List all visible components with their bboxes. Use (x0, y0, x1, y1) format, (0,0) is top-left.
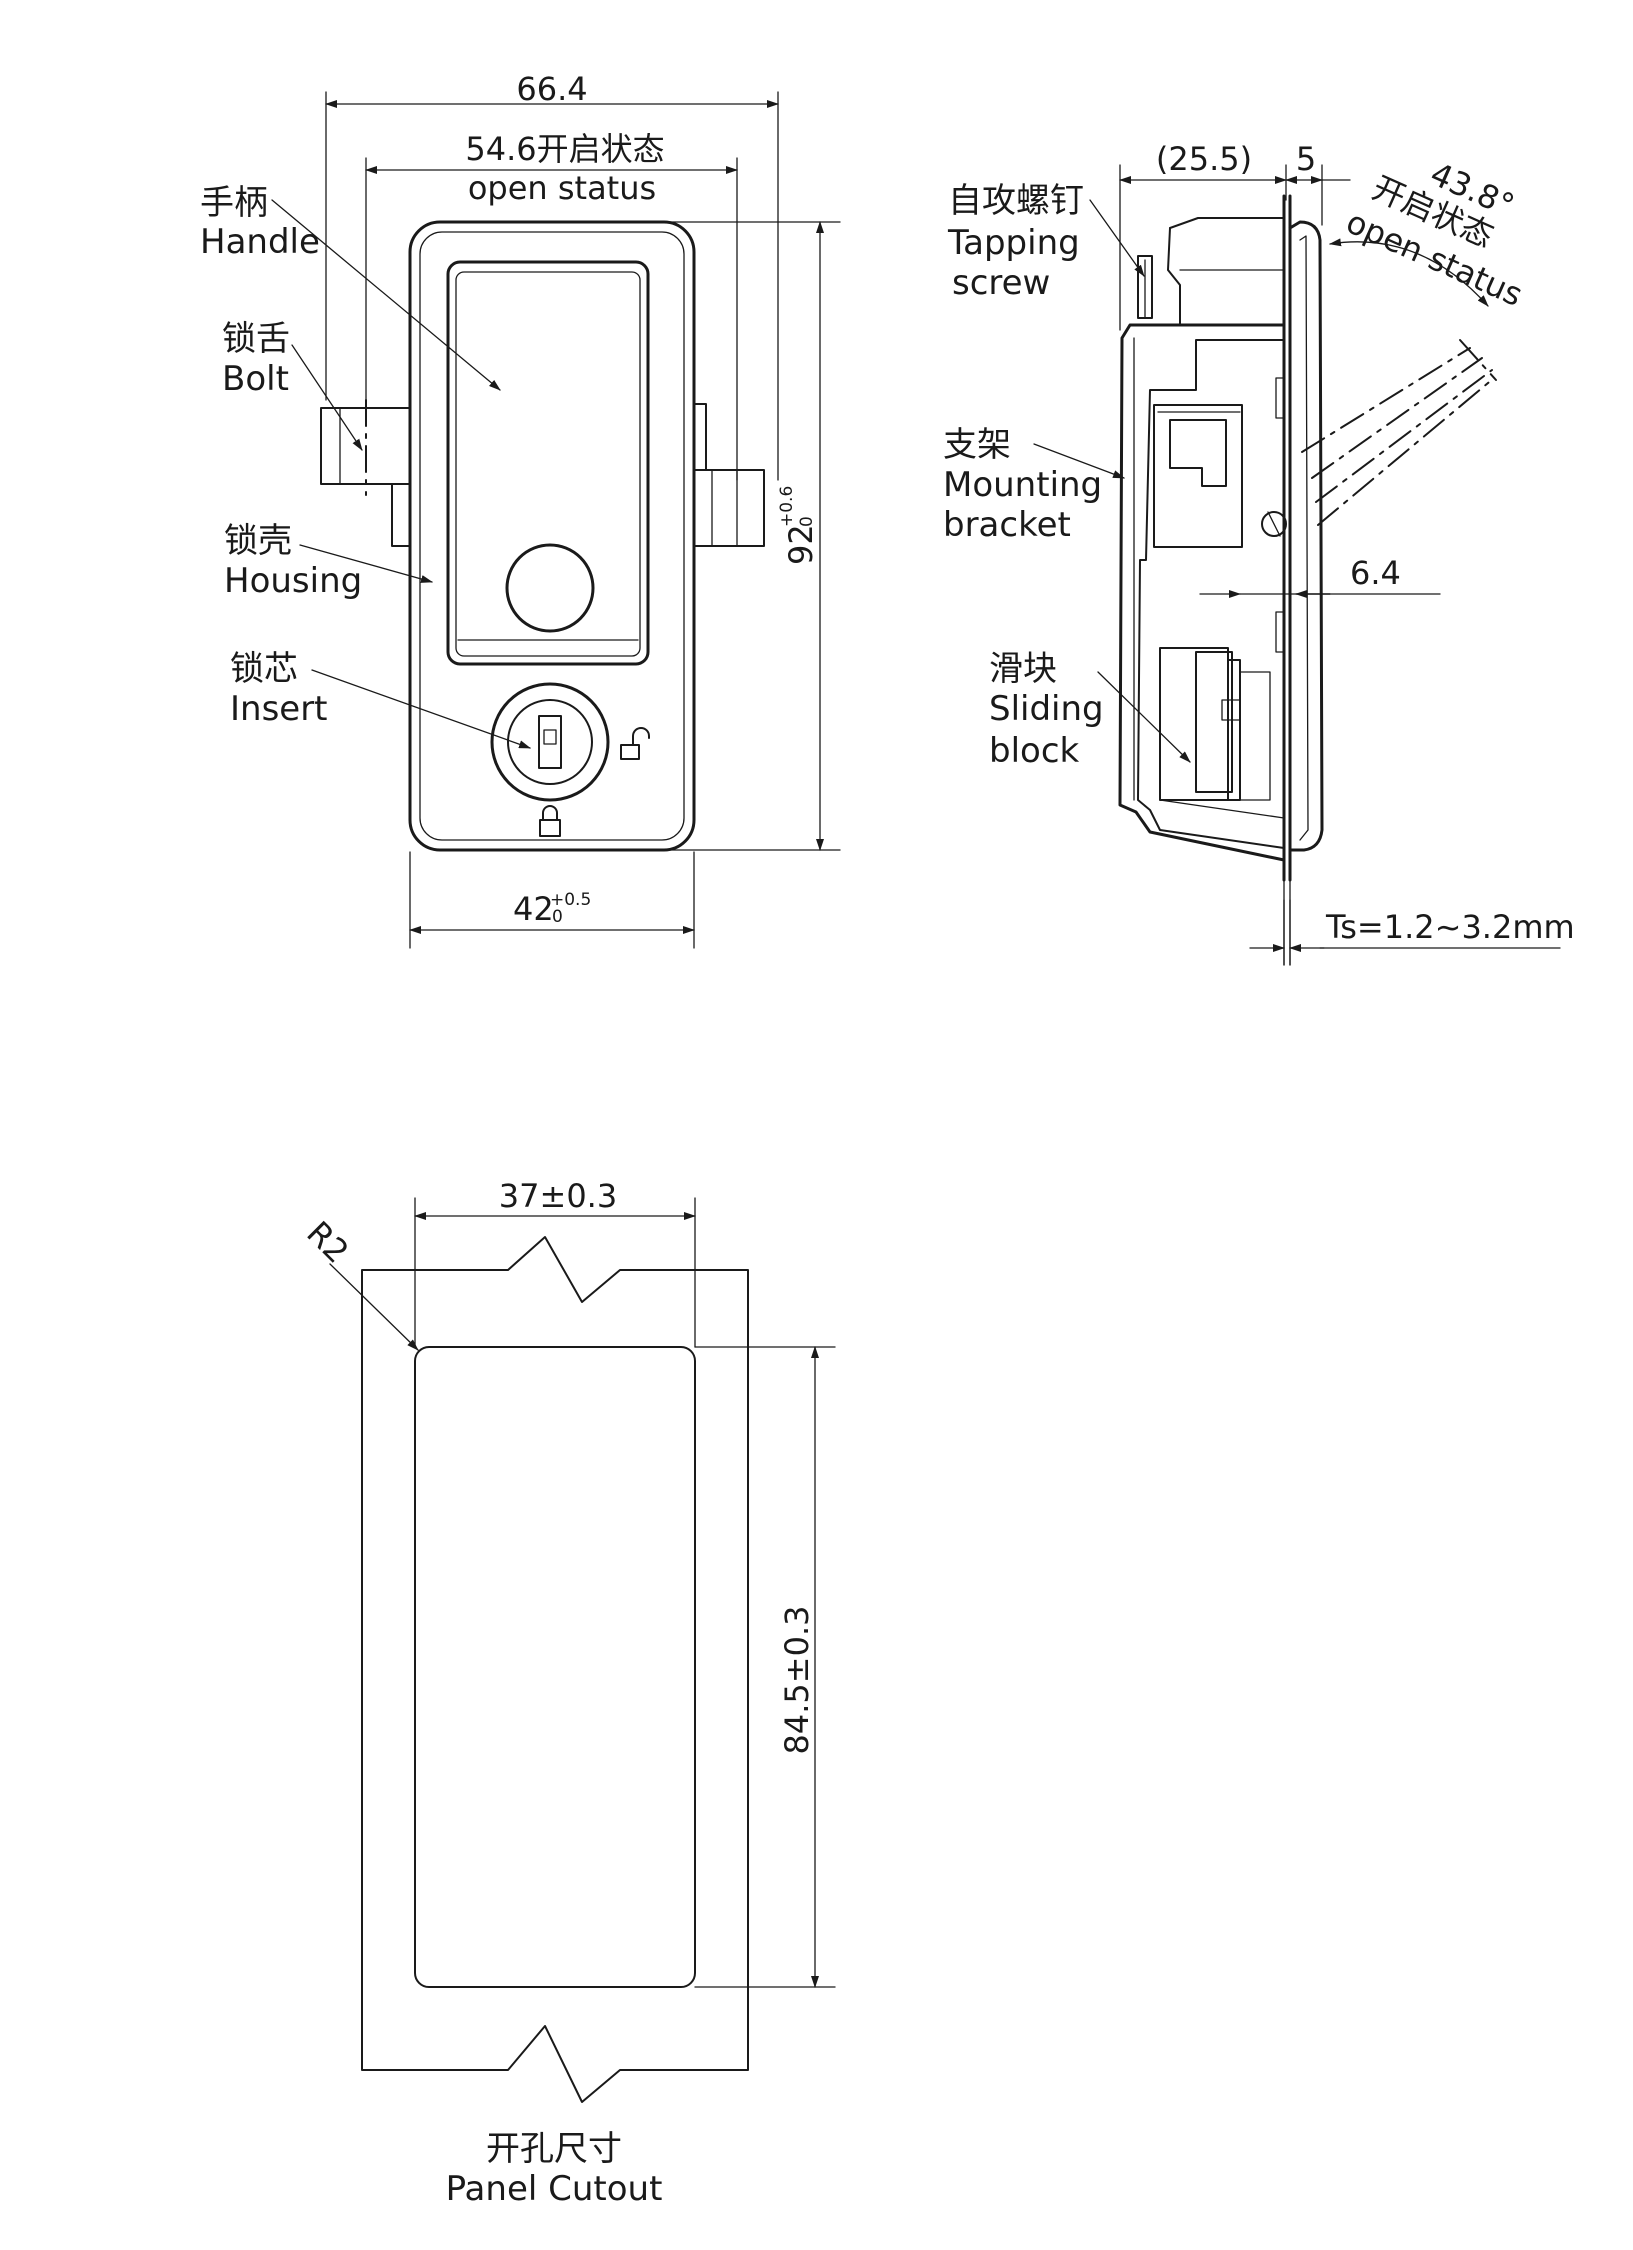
panel-cutout-view: 37±0.3 84.5±0.3 R2 开孔尺寸 Panel Cutout (299, 1177, 836, 2209)
callout-insert: 锁芯 Insert (230, 649, 531, 749)
svg-text:Housing: Housing (224, 561, 362, 601)
panel-outline (361, 1236, 749, 2103)
svg-text:screw: screw (952, 263, 1050, 303)
bolt-left (320, 399, 411, 547)
flange (1288, 220, 1324, 852)
lock-insert (490, 682, 610, 802)
housing-outline (408, 220, 696, 852)
callout-housing: 锁壳 Housing (224, 521, 433, 601)
open-handle-phantom (1301, 339, 1497, 526)
svg-text:支架: 支架 (943, 425, 1011, 465)
dim-open-width: 54.6开启状态 (465, 130, 664, 168)
locked-padlock-icon (539, 805, 561, 837)
dim-height-tol-upper: +0.6 (777, 486, 797, 527)
svg-text:Bolt: Bolt (222, 359, 289, 399)
cutout-title-zh: 开孔尺寸 (486, 2129, 622, 2169)
svg-text:bracket: bracket (943, 505, 1071, 545)
svg-text:Mounting: Mounting (943, 465, 1102, 505)
cutout-opening (414, 1346, 696, 1988)
front-view: 66.4 54.6开启状态 open status 92 +0.6 0 42 +… (200, 70, 841, 949)
svg-text:锁壳: 锁壳 (224, 521, 292, 561)
dim-cutout-height: 84.5±0.3 (778, 1606, 816, 1755)
callout-handle: 手柄 Handle (200, 183, 501, 391)
dim-offset: 6.4 (1350, 554, 1401, 592)
bolt-right (693, 403, 765, 547)
side-body (1118, 217, 1286, 862)
dim-open-width-en: open status (468, 169, 656, 207)
svg-text:自攻螺钉: 自攻螺钉 (948, 181, 1084, 221)
mounting-bracket (1153, 377, 1287, 653)
svg-text:手柄: 手柄 (200, 183, 268, 223)
cutout-title-en: Panel Cutout (446, 2169, 663, 2209)
dim-height: 92 (782, 524, 820, 565)
dim-panel-thickness: Ts=1.2~3.2mm (1325, 908, 1575, 946)
callout-tapping-screw: 自攻螺钉 Tapping screw (947, 181, 1145, 303)
svg-text:Insert: Insert (230, 689, 328, 729)
svg-text:block: block (989, 731, 1080, 771)
dim-arc-angle (1329, 238, 1489, 307)
sliding-block (1159, 647, 1285, 819)
tapping-screw (1137, 255, 1153, 319)
dim-cutout-width: 37±0.3 (499, 1177, 617, 1215)
radius-leader (329, 1263, 419, 1351)
dim-corner-radius: R2 (299, 1214, 356, 1271)
callout-mounting-bracket: 支架 Mounting bracket (943, 425, 1125, 545)
housing-inner (419, 231, 685, 841)
svg-text:滑块: 滑块 (989, 649, 1057, 689)
dim-body-width: 42 (513, 890, 554, 928)
dim-flange: 5 (1296, 140, 1316, 178)
svg-text:锁芯: 锁芯 (230, 649, 298, 689)
callout-sliding-block: 滑块 Sliding block (989, 649, 1191, 771)
front-extension-lines (325, 91, 841, 949)
dim-body-width-tol-upper: +0.5 (550, 890, 591, 910)
dim-body-width-tol-lower: 0 (552, 907, 563, 927)
handle-button (505, 543, 595, 633)
dim-overall-width: 66.4 (516, 70, 587, 108)
pivot-icon (1261, 511, 1287, 537)
dim-height-tol-lower: 0 (797, 516, 817, 527)
svg-text:Handle: Handle (200, 222, 320, 262)
svg-text:Tapping: Tapping (947, 223, 1080, 263)
handle (446, 260, 650, 666)
svg-text:锁舌: 锁舌 (222, 319, 290, 359)
dim-depth: (25.5) (1156, 140, 1252, 178)
unlocked-padlock-icon (620, 727, 650, 760)
callout-bolt: 锁舌 Bolt (222, 319, 363, 451)
svg-text:Sliding: Sliding (989, 689, 1104, 729)
side-view: (25.5) 5 43.8° 开启状态 open status 6.4 Ts=1… (943, 140, 1575, 966)
